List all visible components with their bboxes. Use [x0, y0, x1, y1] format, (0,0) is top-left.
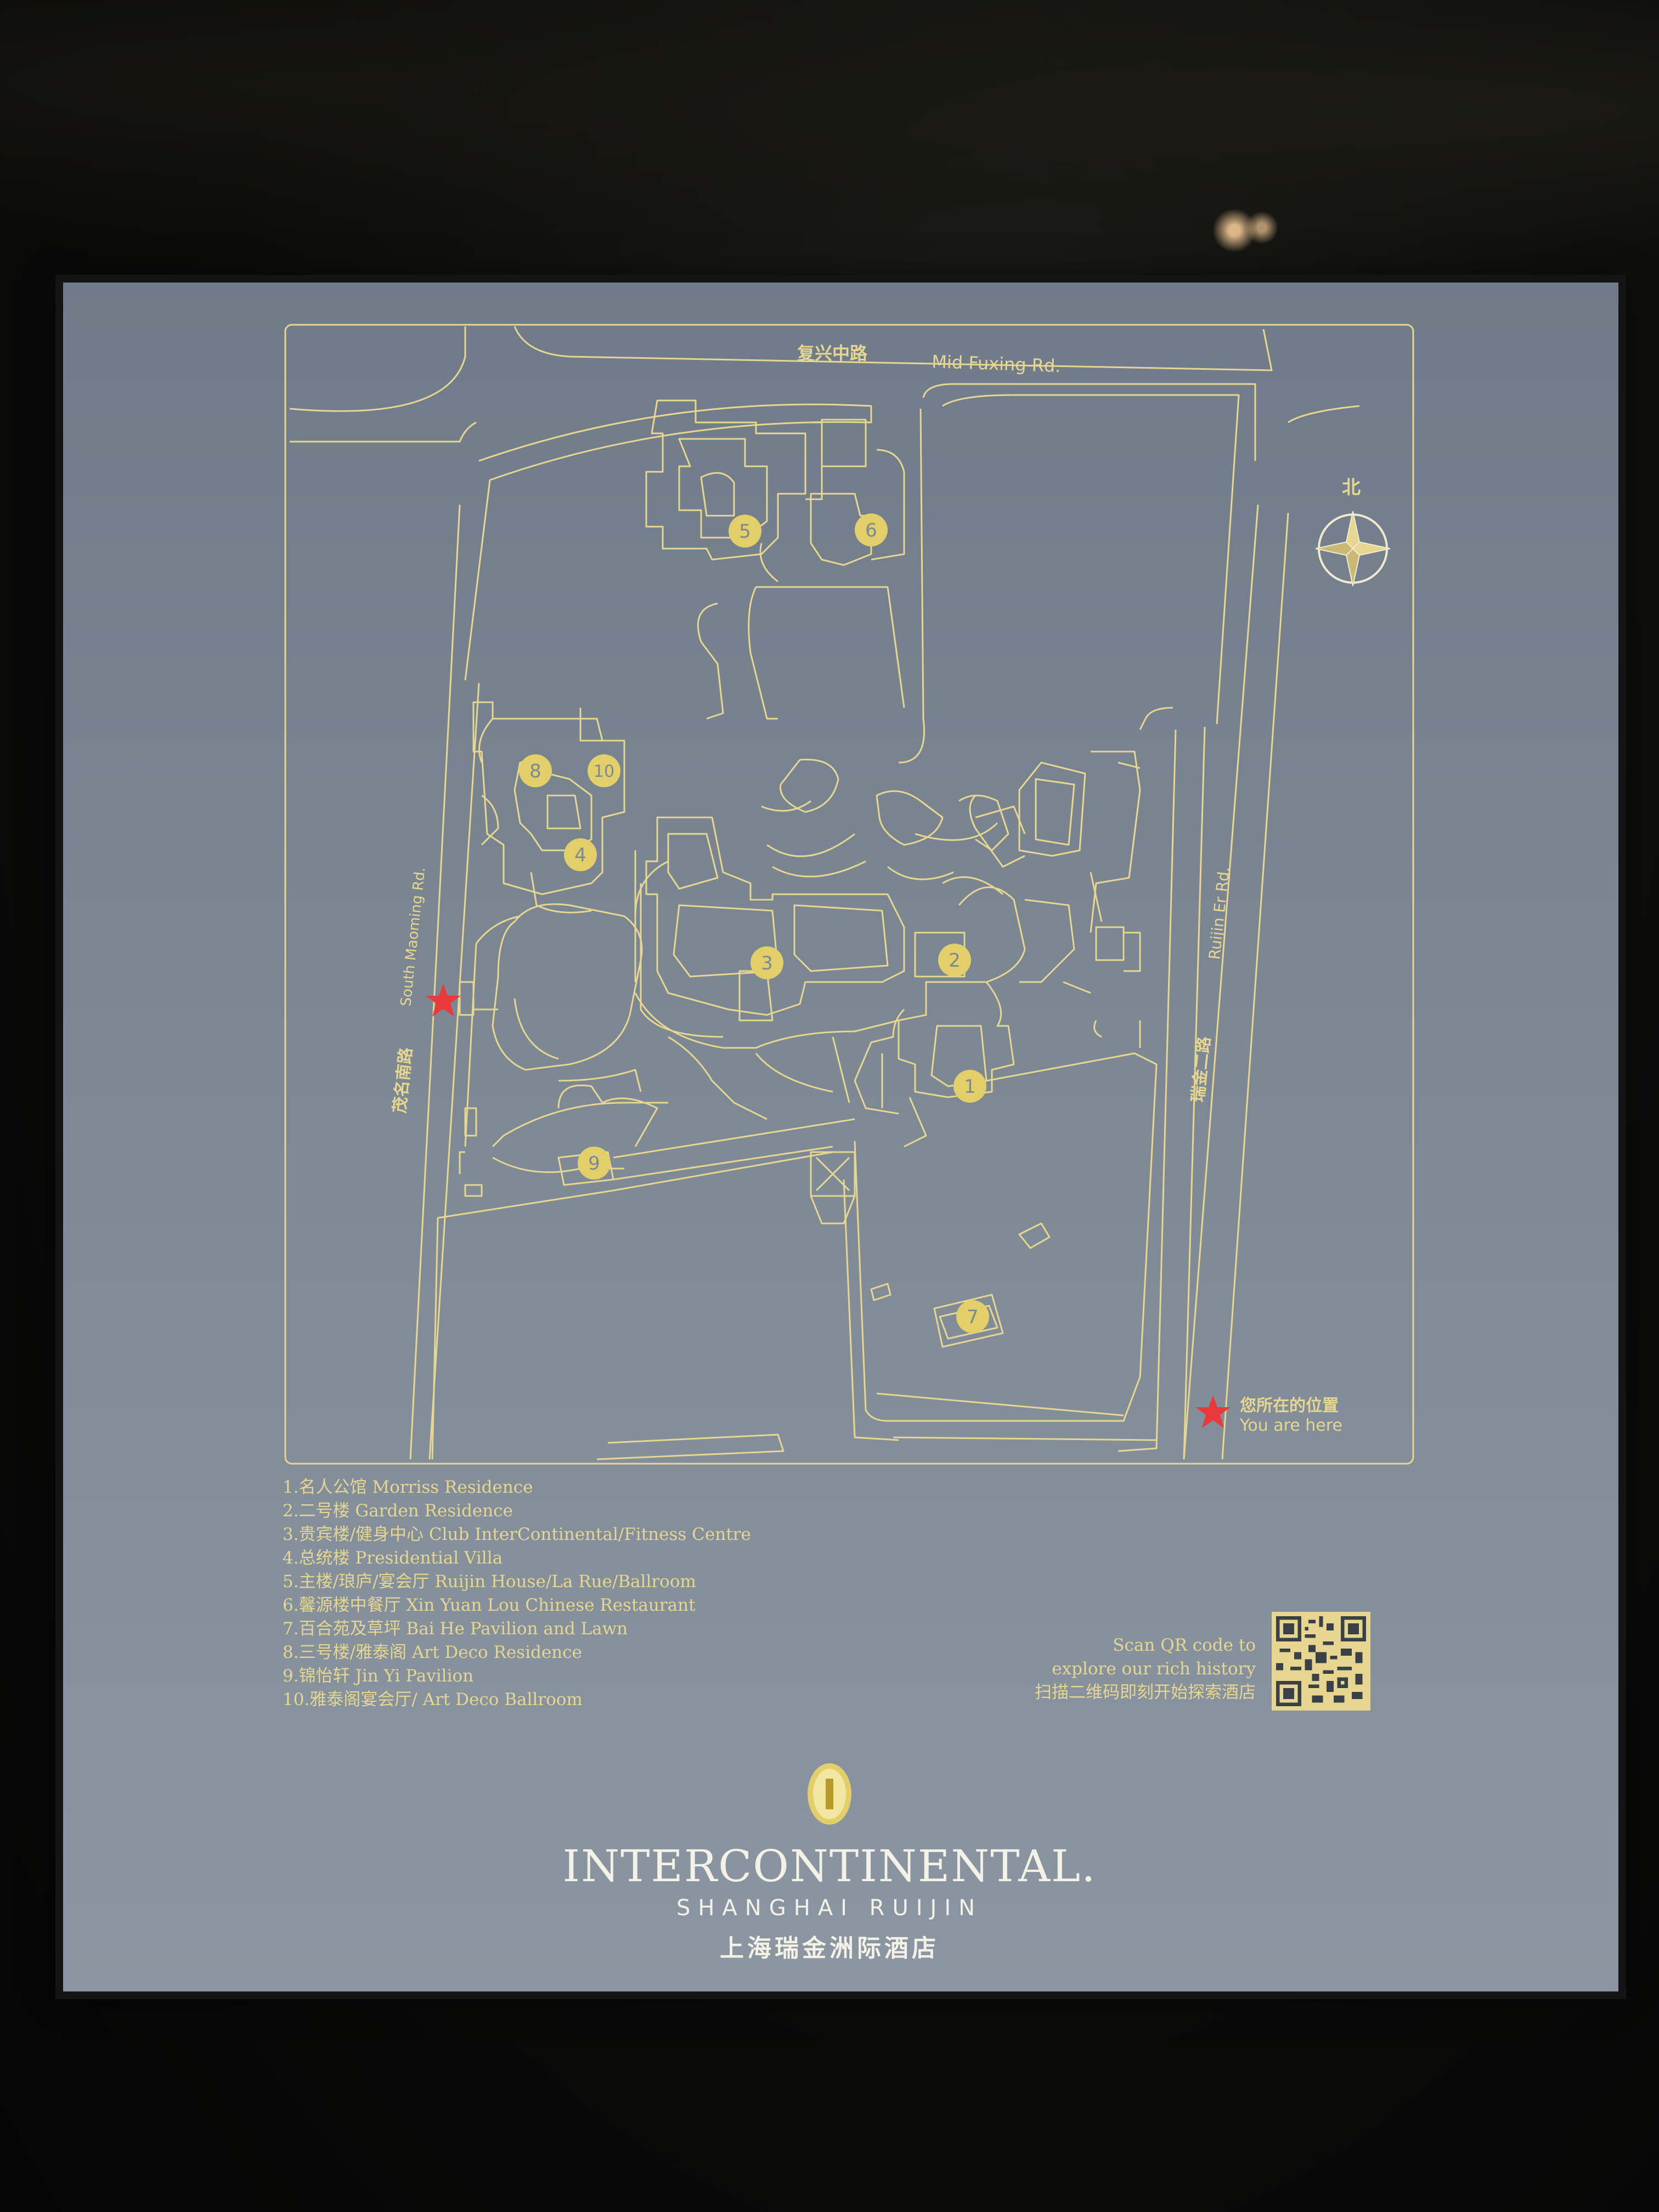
- svg-text:5: 5: [739, 521, 751, 543]
- marker-9[interactable]: 9: [578, 1147, 611, 1180]
- marker-6[interactable]: 6: [855, 514, 888, 546]
- legend-item: 6.馨源楼中餐厅 Xin Yuan Lou Chinese Restaurant: [283, 1595, 696, 1615]
- legend-item: 3.贵宾楼/健身中心 Club InterContinental/Fitness…: [283, 1525, 751, 1544]
- brand-name: INTERCONTINENTAL.: [562, 1841, 1097, 1892]
- marker-1[interactable]: 1: [953, 1070, 986, 1103]
- legend-item: 10.雅泰阁宴会厅/ Art Deco Ballroom: [283, 1690, 583, 1709]
- night-background-trees: [0, 0, 1659, 285]
- legend-list: 1.名人公馆 Morriss Residence 2.二号楼 Garden Re…: [283, 1476, 996, 1712]
- map-frame: [284, 324, 1414, 1465]
- compass-north-label: 北: [1342, 477, 1361, 499]
- legend-item: 8.三号楼/雅泰阁 Art Deco Residence: [283, 1643, 582, 1662]
- road-mid-fuxing: [514, 326, 1273, 371]
- marker-8[interactable]: 8: [519, 754, 552, 787]
- building-2: [914, 932, 966, 978]
- building-3: [645, 816, 905, 1016]
- svg-text:4: 4: [574, 844, 586, 866]
- legend-item: 9.锦怡轩 Jin Yi Pavilion: [283, 1666, 474, 1686]
- lawn-7: [854, 1052, 1158, 1422]
- legend-item: 1.名人公馆 Morriss Residence: [283, 1477, 533, 1497]
- road-label-east-en: Ruijin Er Rd.: [1205, 866, 1233, 961]
- you-are-here-cn: 您所在的位置: [1240, 1396, 1339, 1415]
- legend-star-icon: [1195, 1395, 1231, 1428]
- marker-10[interactable]: 10: [588, 754, 620, 787]
- svg-text:9: 9: [588, 1153, 600, 1175]
- svg-text:10: 10: [594, 762, 614, 781]
- legend-item: 5.主楼/琅庐/宴会厅 Ruijin House/La Rue/Ballroom: [283, 1572, 696, 1592]
- road-south-maoming: [290, 421, 477, 443]
- road-label-west-en: South Maoming Rd.: [398, 866, 428, 1007]
- brand-subtitle: SHANGHAI RUIJIN: [676, 1895, 983, 1921]
- compass-rose-icon: 北: [1315, 477, 1391, 586]
- you-are-here-en: You are here: [1239, 1416, 1342, 1435]
- legend-item: 4.总统楼 Presidential Villa: [283, 1548, 503, 1568]
- building-8-10: [472, 701, 625, 895]
- building-5: [645, 399, 806, 561]
- brand-chinese-name: 上海瑞金洲际酒店: [720, 1934, 939, 1962]
- svg-text:6: 6: [865, 520, 877, 541]
- road-label-east-cn: 瑞金二路: [1188, 1035, 1214, 1103]
- road-label-west-cn: 茂名南路: [390, 1046, 416, 1114]
- building-6: [810, 493, 872, 566]
- svg-text:2: 2: [949, 950, 961, 972]
- legend-item: 7.百合苑及草坪 Bai He Pavilion and Lawn: [283, 1619, 628, 1639]
- building-1: [898, 981, 1015, 1098]
- svg-text:1: 1: [964, 1076, 976, 1098]
- svg-text:8: 8: [529, 760, 541, 782]
- road-label-north-en: Mid Fuxing Rd.: [932, 351, 1061, 376]
- qr-caption-line3: 扫描二维码即刻开始探索酒店: [1035, 1683, 1256, 1702]
- svg-text:7: 7: [967, 1306, 979, 1328]
- map-markers: 1 2 3 4 5 6 7 8 9 10: [519, 514, 989, 1333]
- marker-7[interactable]: 7: [956, 1300, 989, 1333]
- marker-3[interactable]: 3: [751, 946, 783, 979]
- you-are-here-star-icon: [426, 984, 461, 1017]
- site-map: 复兴中路 Mid Fuxing Rd. 茂名南路 South Maoming R…: [284, 324, 1414, 1465]
- marker-2[interactable]: 2: [938, 944, 971, 977]
- svg-text:3: 3: [761, 952, 773, 974]
- marker-5[interactable]: 5: [729, 515, 761, 548]
- legend-item: 2.二号楼 Garden Residence: [283, 1501, 513, 1521]
- qr-caption-line1: Scan QR code to: [1113, 1635, 1256, 1655]
- road-label-north-cn: 复兴中路: [797, 343, 868, 364]
- marker-4[interactable]: 4: [564, 838, 597, 871]
- road-ruijin-er: [1221, 512, 1289, 1460]
- qr-caption-line2: explore our rich history: [1052, 1659, 1256, 1679]
- qr-code-icon[interactable]: [1272, 1612, 1370, 1711]
- qr-caption: Scan QR code to explore our rich history…: [1035, 1634, 1256, 1705]
- intercontinental-logo-icon: [808, 1763, 851, 1825]
